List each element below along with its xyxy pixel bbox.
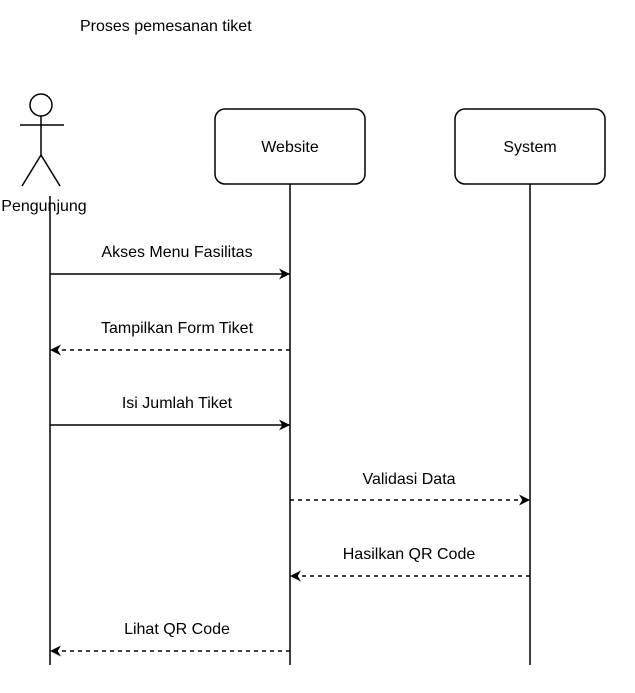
message-label: Tampilkan Form Tiket — [101, 320, 254, 337]
system-label: System — [503, 139, 556, 156]
message-5: Hasilkan QR Code — [290, 546, 530, 582]
message-6: Lihat QR Code — [50, 621, 290, 657]
website-label: Website — [261, 139, 319, 156]
message-3: Isi Jumlah Tiket — [50, 395, 290, 431]
participant-system: System — [454, 108, 606, 185]
message-1: Akses Menu Fasilitas — [50, 244, 290, 280]
actor-label: Pengunjung — [1, 198, 86, 215]
message-2: Tampilkan Form Tiket — [50, 320, 290, 356]
participant-website: Website — [214, 108, 366, 185]
message-label: Hasilkan QR Code — [343, 546, 476, 563]
message-4: Validasi Data — [290, 471, 530, 506]
message-label: Lihat QR Code — [124, 621, 230, 638]
message-label: Validasi Data — [362, 471, 455, 488]
message-label: Isi Jumlah Tiket — [122, 395, 233, 412]
stick-figure-icon — [20, 93, 64, 187]
diagram-title: Proses pemesanan tiket — [80, 18, 252, 35]
message-label: Akses Menu Fasilitas — [101, 244, 252, 261]
participant-actor: Pengunjung — [1, 93, 87, 215]
